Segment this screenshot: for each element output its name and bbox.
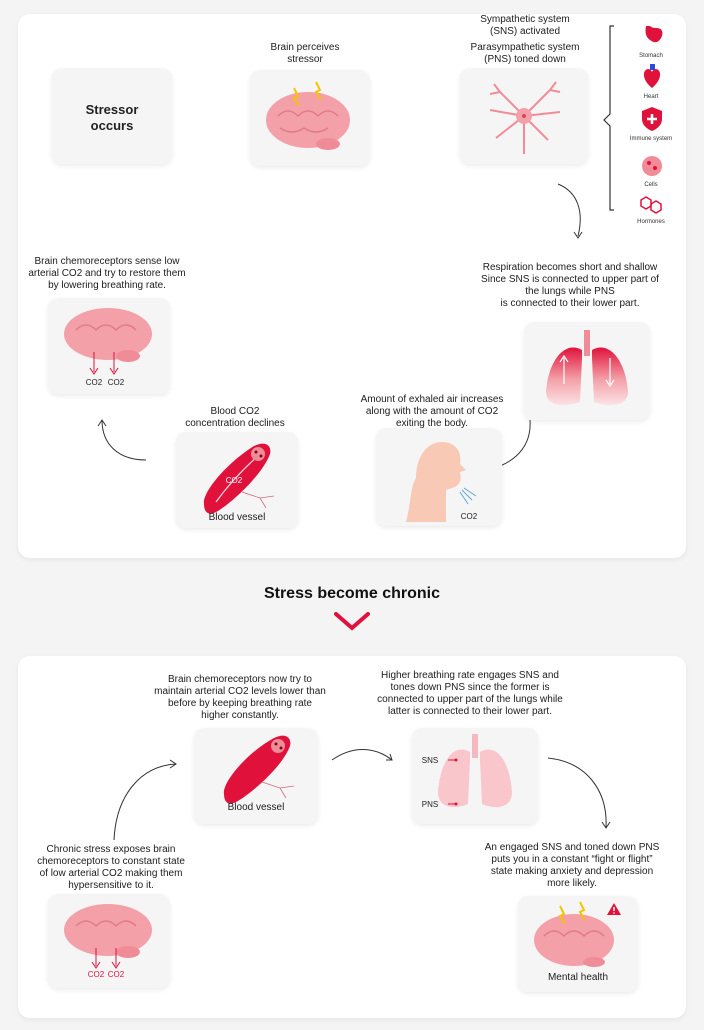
warning-icon — [607, 903, 621, 915]
pns-label: PNS — [421, 800, 439, 809]
organ-label-hormones: Hormones — [637, 219, 665, 225]
blood-vessel-icon — [203, 443, 275, 514]
pns-toned-label: Parasympathetic system (PNS) toned down — [470, 42, 580, 65]
chevron-down-icon — [334, 612, 370, 631]
stressor-label: Stressor occurs — [85, 102, 139, 133]
arrow-to-respiration — [557, 183, 583, 239]
brain-co2-card: CO2 CO2 — [48, 298, 170, 394]
brain-co2-label-b: CO2 — [107, 378, 125, 387]
cells-icon — [642, 156, 662, 176]
lungs-icon — [546, 330, 628, 406]
blood-vessel-icon — [223, 735, 295, 804]
neuron-icon — [489, 81, 561, 154]
arrow-chronic-to-vessel — [113, 759, 177, 841]
lungs-card — [524, 322, 650, 420]
maintain-label: Brain chemoreceptors now try to maintain… — [154, 674, 326, 721]
brain-co2-icon — [64, 308, 152, 375]
vessel-card-top: CO2 Blood vessel — [176, 432, 298, 528]
sns-label: SNS — [421, 756, 439, 765]
organ-label-cells: Cells — [644, 182, 658, 188]
arrow-to-engaged — [547, 757, 611, 829]
brain-co2-icon — [64, 904, 152, 969]
chemoreceptors-label: Brain chemoreceptors sense low arterial … — [28, 256, 186, 291]
engaged-label: An engaged SNS and toned down PNS puts y… — [484, 842, 660, 889]
higher-rate-label: Higher breathing rate engages SNS and to… — [377, 670, 563, 717]
blood-co2-label: Blood CO2 concentration declines — [185, 406, 285, 429]
heart-icon — [643, 64, 661, 88]
section-title: Stress become chronic — [263, 585, 441, 602]
stressor-card: Stressor occurs — [52, 68, 172, 164]
immune-shield-icon — [642, 107, 662, 131]
brain-co2-label-a: CO2 — [85, 378, 103, 387]
organs-bracket — [603, 25, 614, 211]
mental-health-card: Mental health — [518, 896, 638, 992]
organ-label-heart: Heart — [643, 94, 659, 100]
brain-perceives-label: Brain perceives stressor — [270, 42, 340, 65]
brain-co2-label-a-bottom: CO2 — [87, 970, 105, 979]
brain-perceives-card — [250, 70, 370, 166]
organ-label-immune: Immune system — [629, 136, 673, 142]
exhaled-co2-label: CO2 — [460, 512, 478, 521]
lungs-icon — [438, 734, 512, 808]
neuron-card — [460, 68, 588, 164]
chronic-label: Chronic stress exposes brain chemorecept… — [37, 844, 185, 891]
mental-health-label: Mental health — [547, 972, 609, 983]
blood-vessel-label-bottom: Blood vessel — [227, 802, 285, 813]
arrow-to-chemoreceptors — [97, 419, 147, 461]
vessel-card-bottom: Blood vessel — [194, 728, 318, 824]
hormones-icon — [640, 196, 662, 214]
lungs-sns-card: SNS PNS — [412, 728, 538, 824]
respiration-label: Respiration becomes short and shallow Si… — [481, 262, 659, 309]
arrow-vessel-to-lungs — [331, 749, 393, 761]
blood-vessel-label-top: Blood vessel — [208, 512, 266, 523]
stomach-icon — [645, 26, 663, 43]
exhaled-label: Amount of exhaled air increases along wi… — [360, 394, 504, 429]
head-card: CO2 — [376, 428, 502, 526]
sns-activated-label: Sympathetic system (SNS) activated — [480, 14, 570, 37]
brain-icon — [266, 81, 350, 150]
brain-co2-label-b-bottom: CO2 — [107, 970, 125, 979]
brain-co2-card-bottom: CO2 CO2 — [48, 894, 170, 988]
organ-label-stomach: Stomach — [639, 53, 663, 59]
head-icon — [406, 442, 477, 522]
vessel-co2-label: CO2 — [225, 476, 243, 485]
brain-icon — [534, 901, 614, 967]
